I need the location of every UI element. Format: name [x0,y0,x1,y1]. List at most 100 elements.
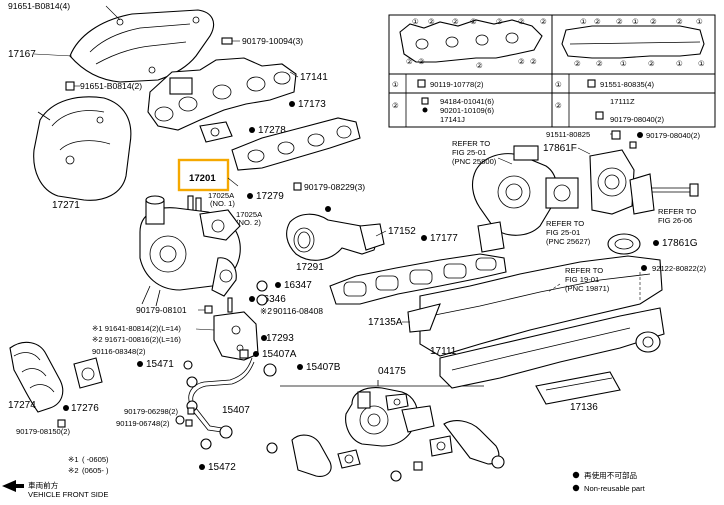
part-label: 90116-08408 [273,306,323,316]
part-label: (NO. 2) [236,218,261,227]
part-label: FIG 26-06 [658,216,692,225]
inset-marker: ② [596,59,603,68]
inset-marker: ② [616,17,623,26]
callout-17201[interactable]: 17201 [177,158,239,192]
refer-fig-26-06[interactable]: REFER TO FIG 26-06 [658,207,696,225]
part-label: 90119-10778(2) [430,80,484,89]
label-91651-top: 91651-B0814(4) [8,1,70,11]
part-16347: 16347 [256,280,312,292]
oil-pipe-15407: 15407 [175,357,255,439]
turbo-insulator-17271 [33,96,132,201]
part-16346: 16346 [249,294,286,306]
part-label: Non-reusable part [584,484,646,493]
label-17141: 17141 [300,72,328,83]
part-label: 17173 [298,99,326,110]
intake-manifold-17111: 17111 [419,255,665,389]
part-label: 17025A [236,210,263,219]
part-label: 17861F [543,143,577,154]
inset-marker: ② [540,17,547,26]
inset-marker: ① [620,59,627,68]
bolt-91651-top: 91651-B0814(4) [8,1,121,21]
inset-marker: ② [496,17,503,26]
part-17152: 17152 [375,226,416,237]
part-label: REFER TO [452,139,490,148]
note-90116-08348: 90116-08348(2) [92,347,146,356]
gasket-kit-04175: 04175 [266,366,505,482]
part-label: ② [555,101,562,110]
part-label: (PNC 19871) [565,284,610,293]
egr-valve-assembly [471,145,558,253]
label-90179-06298: 90179-06298(2) [124,407,179,416]
inset-marker: ② [574,59,581,68]
nut-90179-08040: 90179-08040(2) [629,131,701,149]
part-label: (NO. 1) [210,199,235,208]
part-label: 90179-08101 [136,305,187,315]
part-15472: 15472 [199,438,236,473]
manifold-gasket [231,117,361,171]
part-label: 17861G [662,238,698,249]
legend-notes: ※1 ( -0605) ※2 (0605- ) [68,455,109,475]
part-label: 90179-08150(2) [16,427,71,436]
part-label: (PNC 25627) [546,237,591,246]
part-label: ① [555,80,562,89]
nut-90179-08229: 90179-08229(3) [293,182,365,212]
part-label: 17276 [71,403,99,414]
heat-insulator-17167 [69,9,215,83]
inset-marker: ② [476,61,483,70]
part-label: (0605- ) [82,466,109,475]
nut-90179-08101: 90179-08101 [136,305,213,315]
inset-marker: ② [518,57,525,66]
part-label: 92122-80822(2) [652,264,707,273]
part-label: 15471 [146,359,174,370]
part-label: 90179-08040(2) [646,131,701,140]
note-91641: ※1 91641-80814(2)(L=14) [92,324,181,333]
label-90119-06748: 90119-06748(2) [116,419,170,428]
inset-marker: ① [676,59,683,68]
part-label: FIG 19-01 [565,275,599,284]
part-label: ※2 [260,306,272,316]
refer-fig-25-01-b[interactable]: REFER TO FIG 25-01 (PNC 25627) [546,219,591,246]
refer-fig-25-01-a[interactable]: REFER TO FIG 25-01 (PNC 25800) [452,139,513,166]
intake-gasket-17135A: 17135A [368,303,441,333]
gasket-17278: 17278 [199,121,286,143]
part-17173: 17173 [289,99,326,110]
part-label: 17291 [296,262,324,273]
part-label: 17141J [440,115,465,124]
inset-marker: ① [698,59,705,68]
turbocharger-17201 [139,195,241,307]
part-label: 17136 [570,402,598,413]
inset-marker: ② [418,57,425,66]
inset-marker: ② [406,57,413,66]
part-label: 17135A [368,317,403,328]
part-label: 17293 [266,333,294,344]
part-label: 17279 [256,191,284,202]
part-label: 17111 [430,346,457,357]
gasket-17276: 17276 [63,357,103,414]
part-label: 15407 [222,405,250,416]
part-label: 91551-80835(4) [600,80,655,89]
nut-92122-80822: 92122-80822(2) [639,264,707,300]
part-label: 17025A [208,191,235,200]
part-label: 16347 [284,280,312,291]
part-15407A: 15407A [239,349,297,360]
part-label: 17201 [189,173,216,184]
part-label: ( -0605) [82,455,109,464]
inset-marker: ② [530,57,537,66]
part-label: FIG 25-01 [546,228,580,237]
note-91671: ※2 91671-00816(2)(L=16) [92,335,181,344]
part-label: 17152 [388,226,416,237]
part-label: 94184-01041(6) [440,97,495,106]
inset-marker: ② [648,59,655,68]
inset-marker: ② [518,17,525,26]
stud-90116-08408: ※2 90116-08408 [227,297,323,316]
part-15471: 15471 [137,359,193,370]
part-label: 15407B [306,362,341,373]
part-label: 15472 [208,462,236,473]
gasket-17861G: 17861G [607,233,698,255]
part-label: ※2 [68,466,79,475]
refer-fig-19-01[interactable]: REFER TO FIG 19-01 (PNC 19871) [547,266,610,293]
pipe-17291: 17291 [286,213,385,273]
part-label: REFER TO [658,207,696,216]
throttle-body [545,149,655,215]
